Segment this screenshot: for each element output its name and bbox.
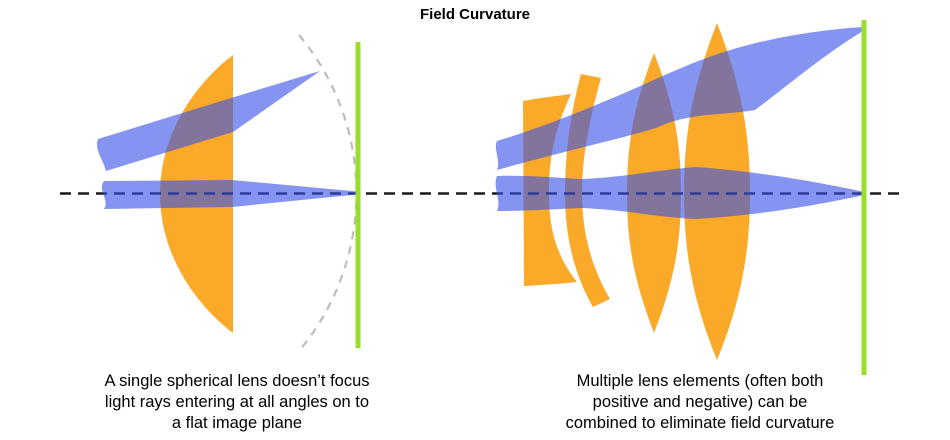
- caption-line: combined to eliminate field curvature: [565, 414, 835, 432]
- figure-title: Field Curvature: [419, 6, 531, 23]
- caption-line: light rays entering at all angles on to: [104, 393, 370, 411]
- caption-line: A single spherical lens doesn’t focus: [104, 372, 370, 390]
- caption-line: positive and negative) can be: [592, 393, 808, 411]
- oblique-ray-bundle-right: [495, 27, 863, 170]
- axial-ray-bundle-right: [495, 167, 865, 219]
- oblique-ray-bundle-left: [96, 71, 321, 171]
- caption-single-lens: A single spherical lens doesn’t focus li…: [47, 371, 427, 434]
- caption-line: a flat image plane: [171, 414, 303, 432]
- caption-multi-lens: Multiple lens elements (often both posit…: [510, 371, 890, 434]
- axial-ray-bundle-left: [101, 180, 357, 209]
- caption-line: Multiple lens elements (often both: [576, 372, 824, 390]
